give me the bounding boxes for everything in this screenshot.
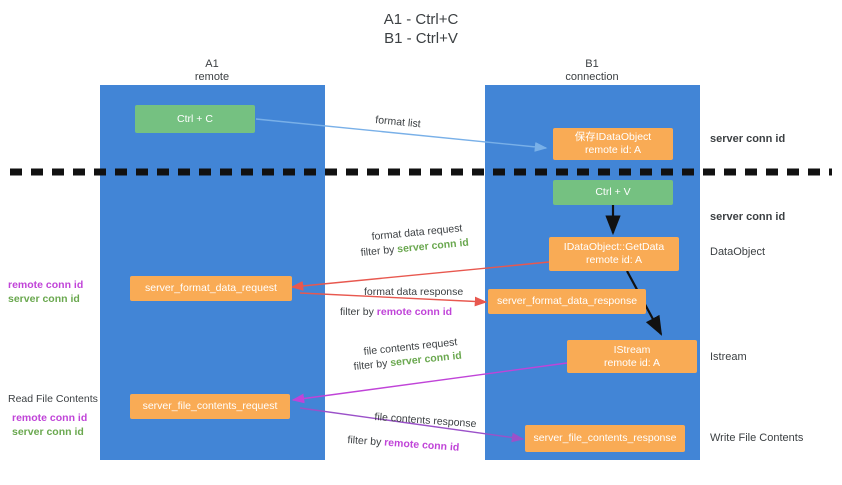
edge-label-format-list: format list	[374, 113, 422, 131]
filter-prefix-2: filter by	[340, 306, 377, 318]
column-header-b1-sub: connection	[565, 71, 619, 83]
node-server-format-data-response-label: server_format_data_response	[496, 295, 638, 307]
right-label-dataobject: DataObject	[710, 246, 766, 258]
column-header-a1-name: A1	[205, 58, 219, 70]
node-ctrl-c[interactable]: Ctrl + C	[135, 105, 255, 133]
filter-prefix-3: filter by	[353, 357, 391, 373]
node-istream[interactable]: IStream remote id: A	[567, 340, 697, 373]
left-label-remote-conn-id-lower: remote conn id	[12, 412, 88, 424]
edge-label-format-data-response-filter: filter by remote conn id	[340, 305, 452, 319]
filter-prefix-1: filter by	[360, 243, 398, 259]
node-istream-line2: remote id: A	[603, 356, 661, 369]
column-header-b1-name: B1	[585, 58, 599, 70]
node-server-file-contents-response[interactable]: server_file_contents_response	[525, 425, 685, 452]
node-server-file-contents-response-label: server_file_contents_response	[533, 432, 677, 444]
node-ctrl-c-label: Ctrl + C	[177, 112, 213, 125]
node-ctrl-v-label: Ctrl + V	[595, 186, 631, 198]
node-idataobject-line2: remote id: A	[584, 144, 642, 156]
node-server-format-data-response[interactable]: server_format_data_response	[488, 289, 646, 314]
node-idataobject[interactable]: 保存IDataObject remote id: A	[553, 128, 673, 160]
node-getdata-line2: remote id: A	[585, 254, 643, 266]
left-label-read-file-contents: Read File Contents	[8, 393, 98, 405]
right-label-write-file-contents: Write File Contents	[710, 432, 804, 444]
column-header-b1: B1 connection	[512, 58, 672, 84]
filter-key-remote-conn-id-1: remote conn id	[376, 306, 453, 318]
title-line-1: A1 - Ctrl+C	[383, 11, 459, 28]
right-label-server-conn-id-top: server conn id	[710, 133, 786, 145]
node-istream-line1: IStream	[613, 343, 651, 356]
title-line-2: B1 - Ctrl+V	[384, 30, 458, 47]
node-idataobject-getdata[interactable]: IDataObject::GetData remote id: A	[549, 237, 679, 271]
column-header-a1-sub: remote	[194, 71, 230, 83]
column-header-a1: A1 remote	[132, 58, 292, 84]
node-server-format-data-request[interactable]: server_format_data_request	[130, 276, 292, 301]
left-label-server-conn-id-upper: server conn id	[8, 293, 80, 305]
node-server-format-data-request-label: server_format_data_request	[145, 282, 277, 294]
node-getdata-line1: IDataObject::GetData	[563, 241, 665, 253]
right-label-server-conn-id-mid: server conn id	[710, 211, 786, 223]
left-label-remote-conn-id-upper: remote conn id	[8, 279, 84, 291]
edge-label-file-contents-response-filter: filter by remote conn id	[347, 433, 460, 455]
node-server-file-contents-request-label: server_file_contents_request	[142, 400, 278, 412]
node-server-file-contents-request[interactable]: server_file_contents_request	[130, 394, 290, 419]
filter-prefix-4: filter by	[347, 433, 385, 449]
right-label-istream: Istream	[710, 351, 747, 363]
filter-key-remote-conn-id-2: remote conn id	[383, 436, 460, 454]
left-label-server-conn-id-lower: server conn id	[12, 426, 84, 438]
edge-label-format-data-response: format data response	[364, 286, 464, 298]
node-ctrl-v[interactable]: Ctrl + V	[553, 180, 673, 205]
edge-label-file-contents-response: file contents response	[374, 410, 477, 431]
node-idataobject-line1: 保存IDataObject	[574, 131, 652, 143]
diagram-title: A1 - Ctrl+C B1 - Ctrl+V	[0, 10, 842, 48]
